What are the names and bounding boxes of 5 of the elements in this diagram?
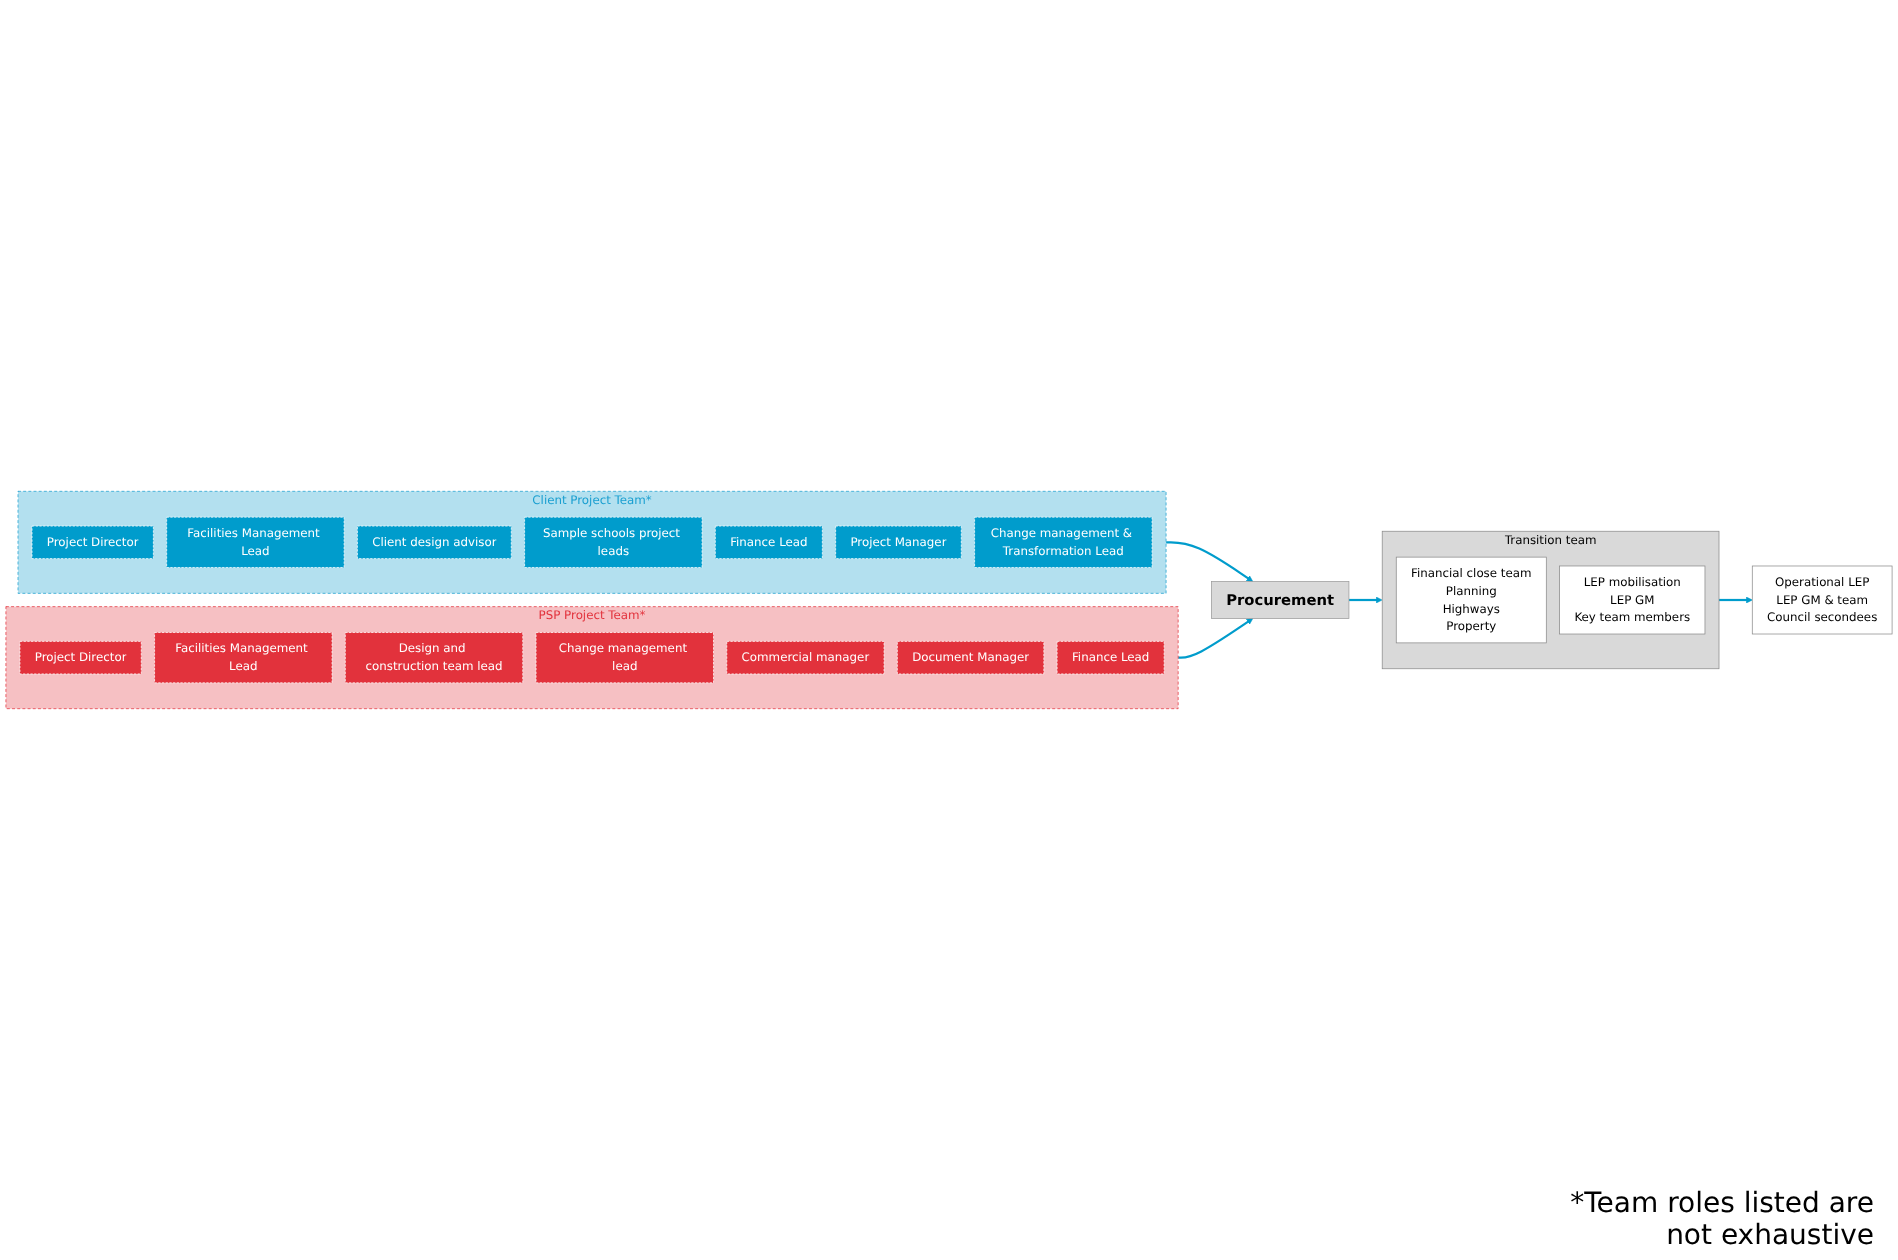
arrow <box>1178 618 1254 659</box>
footnote: *Team roles listed are not exhaustive <box>1568 1188 1874 1252</box>
arrow <box>1348 596 1383 604</box>
arrow <box>1166 541 1254 582</box>
arrow <box>1719 596 1753 604</box>
